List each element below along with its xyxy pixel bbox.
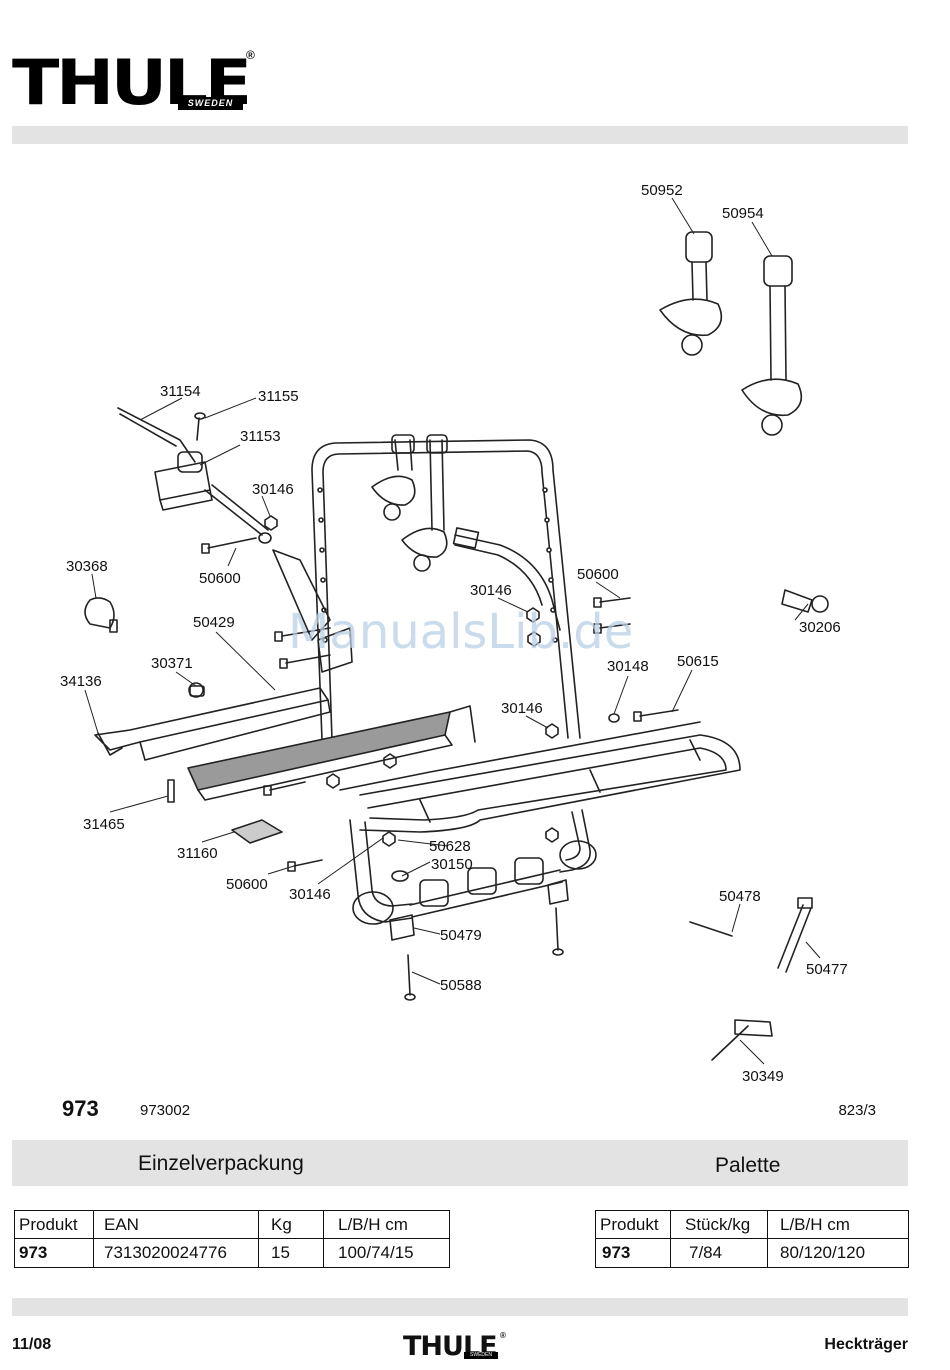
header-divider-bar — [12, 126, 908, 144]
table-header: Produkt — [14, 1210, 94, 1239]
part-number: 31153 — [240, 428, 281, 445]
part-number: 50600 — [226, 876, 268, 893]
single-packaging-table: Produkt EAN Kg L/B/H cm 973 731302002477… — [14, 1210, 450, 1268]
table-header: Produkt — [595, 1210, 671, 1239]
section-single-packaging: Einzelverpackung — [138, 1152, 304, 1175]
part-number: 31465 — [83, 816, 125, 833]
part-number: 30150 — [431, 856, 473, 873]
footer-date: 11/08 — [12, 1336, 52, 1353]
part-number: 34136 — [60, 673, 102, 690]
model-number: 973 — [62, 1096, 99, 1121]
registered-mark: ® — [246, 48, 255, 62]
table-cell: 80/120/120 — [767, 1238, 909, 1268]
table-cell: 973 — [595, 1238, 671, 1268]
section-header-bar — [12, 1140, 908, 1186]
part-number: 30146 — [252, 481, 294, 498]
part-number: 50477 — [806, 961, 848, 978]
part-number: 50588 — [440, 977, 482, 994]
exploded-parts-diagram: 50952 50954 31154 31155 31153 30146 3036… — [60, 182, 848, 1085]
table-cell: 973 — [14, 1238, 94, 1268]
footer-title: Heckträger — [824, 1336, 908, 1353]
part-number: 31160 — [177, 845, 218, 862]
table-header: L/B/H cm — [767, 1210, 909, 1239]
part-number: 31155 — [258, 388, 299, 405]
table-header: L/B/H cm — [323, 1210, 450, 1239]
part-number: 50600 — [577, 566, 619, 583]
part-number: 30371 — [151, 655, 193, 672]
table-cell: 15 — [258, 1238, 324, 1268]
table-cell: 7313020024776 — [93, 1238, 259, 1268]
section-pallet: Palette — [715, 1154, 781, 1177]
part-number: 30368 — [66, 558, 108, 575]
part-number: 50615 — [677, 653, 719, 670]
part-number: 50952 — [641, 182, 683, 199]
part-number: 50628 — [429, 838, 471, 855]
reference-code: 823/3 — [838, 1102, 876, 1119]
table-cell: 7/84 — [670, 1238, 768, 1268]
part-number: 50429 — [193, 614, 235, 631]
part-number: 31154 — [160, 383, 201, 400]
part-number: 30349 — [742, 1068, 784, 1085]
part-number: 50478 — [719, 888, 761, 905]
pallet-table: Produkt Stück/kg L/B/H cm 973 7/84 80/12… — [595, 1210, 909, 1268]
part-number: 30146 — [470, 582, 512, 599]
part-number: 50600 — [199, 570, 241, 587]
part-number: 30146 — [501, 700, 543, 717]
watermark: ManualsLib.de — [288, 604, 634, 660]
part-number: 30206 — [799, 619, 841, 636]
table-header: Stück/kg — [670, 1210, 768, 1239]
table-header: Kg — [258, 1210, 324, 1239]
part-number: 30148 — [607, 658, 649, 675]
part-number: 50479 — [440, 927, 482, 944]
table-cell: 100/74/15 — [323, 1238, 450, 1268]
footer-logo-sub: SWEDEN — [464, 1352, 498, 1359]
thule-logo-sub: SWEDEN — [178, 97, 243, 110]
part-number: 30146 — [289, 886, 331, 903]
footer-registered-mark: ® — [500, 1331, 506, 1340]
part-number: 50954 — [722, 205, 764, 222]
table-header: EAN — [93, 1210, 259, 1239]
footer-divider-bar — [12, 1298, 908, 1316]
model-code: 973002 — [140, 1102, 191, 1119]
